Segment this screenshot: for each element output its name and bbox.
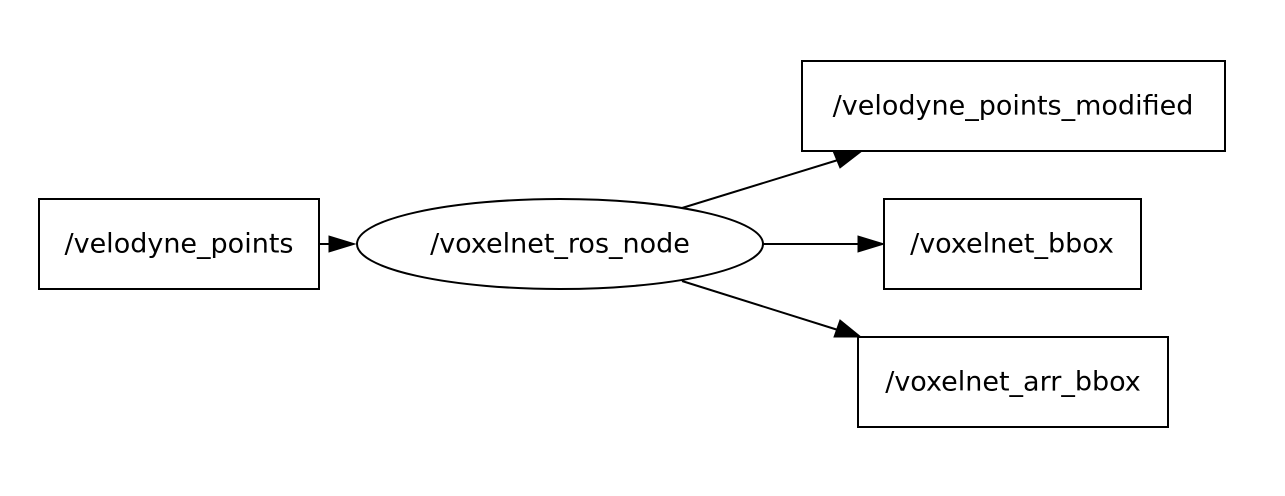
- edge-voxelnet-node-to-voxelnet-arr-bbox: [681, 280, 863, 338]
- edge-voxelnet-node-to-velodyne-points-modified: [681, 150, 864, 209]
- topic-node-voxelnet-bbox[interactable]: /voxelnet_bbox: [883, 198, 1142, 290]
- topic-label-voxelnet-bbox: /voxelnet_bbox: [910, 229, 1114, 260]
- topic-label-voxelnet-arr-bbox: /voxelnet_arr_bbox: [885, 367, 1141, 398]
- ros-node-label-voxelnet-ros-node: /voxelnet_ros_node: [430, 229, 690, 260]
- topic-node-velodyne-points-modified[interactable]: /velodyne_points_modified: [801, 60, 1226, 152]
- topic-label-velodyne-points: /velodyne_points: [65, 229, 294, 260]
- edge-voxelnet-node-to-voxelnet-bbox: [763, 235, 886, 253]
- topic-node-velodyne-points[interactable]: /velodyne_points: [38, 198, 320, 290]
- topic-node-voxelnet-arr-bbox[interactable]: /voxelnet_arr_bbox: [857, 336, 1169, 428]
- ros-node-voxelnet-ros-node[interactable]: /voxelnet_ros_node: [356, 198, 764, 290]
- topic-label-velodyne-points-modified: /velodyne_points_modified: [833, 91, 1194, 122]
- edge-velodyne-points-to-voxelnet-node: [319, 235, 357, 253]
